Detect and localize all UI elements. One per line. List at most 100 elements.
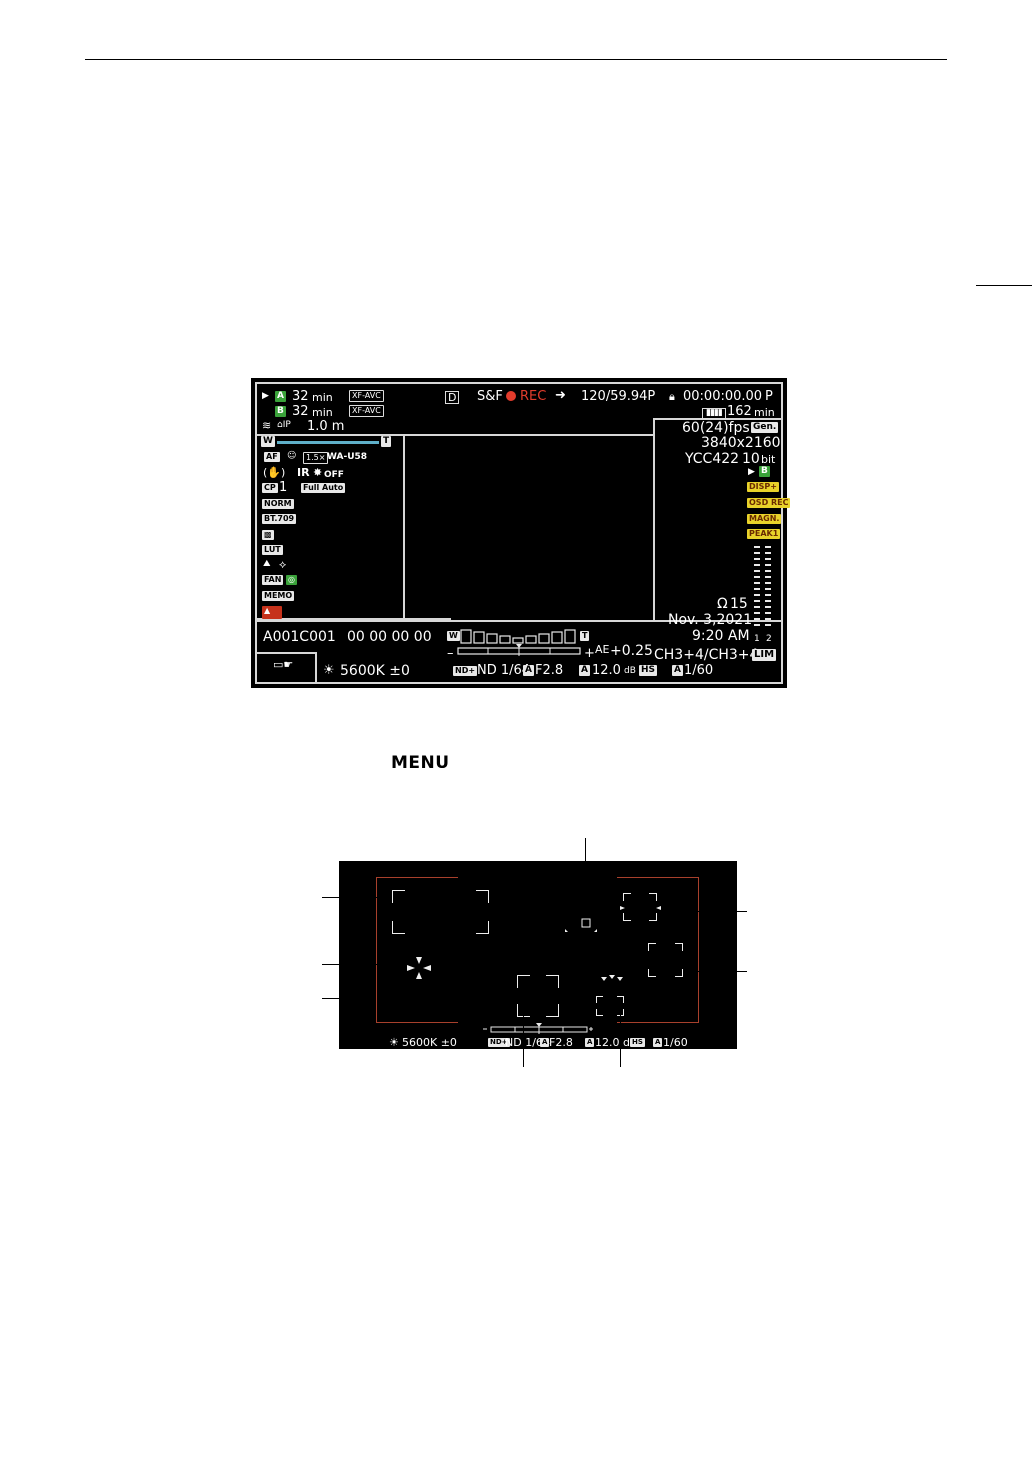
record-dot-icon xyxy=(506,390,516,403)
ir-light-icon: ✸ xyxy=(313,466,323,479)
center-view-box xyxy=(403,434,655,622)
picture-profile-icon: ▩ xyxy=(262,530,274,540)
camera-screen-full-display: ▶ A 32 min XF-AVC B 32 min XF-AVC ≋ ⌂IP … xyxy=(251,378,791,688)
safety-area-left xyxy=(376,877,377,1022)
recording-framerate: 120/59.94P xyxy=(581,389,656,404)
shutter-speed-2: 1/60 xyxy=(663,1036,688,1049)
magnification-badge: MAGN. xyxy=(747,514,782,524)
format-b-badge: XF-AVC xyxy=(349,405,384,417)
slot-b-output-badge: B xyxy=(759,466,770,477)
bit-depth: 10 xyxy=(742,451,760,467)
callout-top xyxy=(585,838,586,917)
safety-area-right xyxy=(698,877,699,1022)
format-a-badge: XF-AVC xyxy=(349,390,384,402)
limiter-badge: LIM xyxy=(752,649,777,661)
wifi-icon: ≋ xyxy=(262,419,272,432)
color-space-badge: BT.709 xyxy=(262,514,297,524)
media-a-unit: min xyxy=(312,391,333,404)
play-icon: ▶ xyxy=(262,391,269,401)
zoom-position-bar xyxy=(277,441,379,444)
shutter-speed: 1/60 xyxy=(684,663,714,678)
callout-left-1 xyxy=(322,897,392,898)
ae-shift-value: +0.25 xyxy=(610,643,653,659)
gain-auto-badge-2: A xyxy=(585,1038,595,1047)
nd-level-bars xyxy=(460,629,576,644)
camera-screen-af-frames: ☀ 5600K ±0 ND+ ND 1/64 A F2.8 A 12.0 dB … xyxy=(339,861,737,1049)
white-balance: 5600K ±0 xyxy=(340,663,410,679)
callout-bottom-1 xyxy=(523,1015,524,1067)
white-balance-icon: ☀ xyxy=(323,663,335,678)
face-detection-frame xyxy=(392,890,489,934)
custom-picture-badge: CP xyxy=(262,483,278,493)
nd-tele-icon: T xyxy=(580,631,590,641)
headphone-icon: Ω xyxy=(717,596,728,612)
fan-status-icon: ◎ xyxy=(286,575,297,585)
peaking-badge: PEAK1 xyxy=(747,529,781,539)
af-badge: AF xyxy=(264,452,280,462)
bottom-divider xyxy=(255,618,451,620)
time: 9:20 AM xyxy=(692,628,750,644)
white-balance-2: 5600K ±0 xyxy=(402,1036,457,1049)
timecode: 00:00:00.00 xyxy=(683,389,763,404)
gain-2: 12.0 dB xyxy=(595,1036,638,1049)
battery-time: 162 xyxy=(727,404,752,419)
memo-badge: MEMO xyxy=(262,591,295,601)
audio-level-meter xyxy=(754,546,771,626)
safety-area-top-right xyxy=(617,877,699,878)
arrow-right-icon: ➜ xyxy=(555,388,566,403)
meter-channel-1: 1 xyxy=(754,634,760,644)
network-ip-icon: ⌂IP xyxy=(277,420,291,430)
safety-area-top-left xyxy=(376,877,458,878)
aperture: F2.8 xyxy=(535,663,564,678)
headphone-volume: 15 xyxy=(730,596,748,612)
right-panel-box xyxy=(653,418,783,622)
clip-name: A001C001 xyxy=(263,629,336,645)
gain-auto-badge: A xyxy=(579,665,590,676)
callout-left-3 xyxy=(322,998,375,999)
network-distance: 1.0 m xyxy=(307,419,345,434)
shutter-auto-badge-2: A xyxy=(653,1038,663,1047)
touch-panel-box xyxy=(257,652,317,682)
lut-badge: LUT xyxy=(262,545,283,555)
white-balance-icon-2: ☀ xyxy=(389,1036,399,1049)
zoom-t-icon: T xyxy=(381,436,392,447)
full-auto-badge: Full Auto xyxy=(301,483,346,493)
chapter-edge-tab xyxy=(976,285,1032,286)
image-stabilizer-icon: (✋) xyxy=(263,466,286,479)
bit-unit: bit xyxy=(761,453,776,466)
high-sensitivity-badge: HS xyxy=(639,665,658,676)
nd-plus-badge: ND+ xyxy=(453,666,478,676)
af-markers xyxy=(407,906,661,1034)
callout-bottom-2 xyxy=(620,1013,621,1067)
genlock-badge: Gen. xyxy=(751,422,779,433)
slow-fast-label: S&F xyxy=(477,389,503,404)
nd-filter-2: ND 1/64 xyxy=(505,1036,550,1049)
af-frame-right xyxy=(648,943,683,977)
touch-panel-icon[interactable]: ▭☛ xyxy=(273,658,294,671)
aperture-2: F2.8 xyxy=(549,1036,573,1049)
af-frame-small xyxy=(623,893,657,921)
audio-channels: CH3+4/CH3+4 xyxy=(654,647,759,663)
battery-unit: min xyxy=(754,406,775,419)
osd-rec-badge: OSD REC xyxy=(747,498,791,508)
callout-right-2 xyxy=(684,971,747,972)
warning-icon: ▲ xyxy=(262,606,282,619)
wide-attachment-label: WA-U58 xyxy=(327,452,368,462)
exposure-scale xyxy=(457,644,581,656)
safety-area-bottom-left xyxy=(376,1022,458,1023)
tele-converter-badge: 1.5× xyxy=(303,452,329,464)
zoom-w-icon: W xyxy=(261,436,275,447)
gps-icon: ⟡ xyxy=(279,558,287,571)
slot-play-icon: ▶ xyxy=(748,467,755,477)
header-rule xyxy=(85,59,947,60)
gain: 12.0 xyxy=(592,663,621,678)
battery-icon: ▮▮▮▮ xyxy=(702,408,726,419)
metadata-icon: D xyxy=(445,391,460,404)
display-plus-badge: DISP+ xyxy=(747,482,779,492)
callout-left-2 xyxy=(322,964,408,965)
lock-icon: 🔒︎ xyxy=(669,390,675,403)
meter-channel-2: 2 xyxy=(766,634,772,644)
shutter-auto-badge: A xyxy=(672,665,683,676)
ir-label: IR xyxy=(297,466,310,479)
ae-label: AE xyxy=(595,643,610,656)
